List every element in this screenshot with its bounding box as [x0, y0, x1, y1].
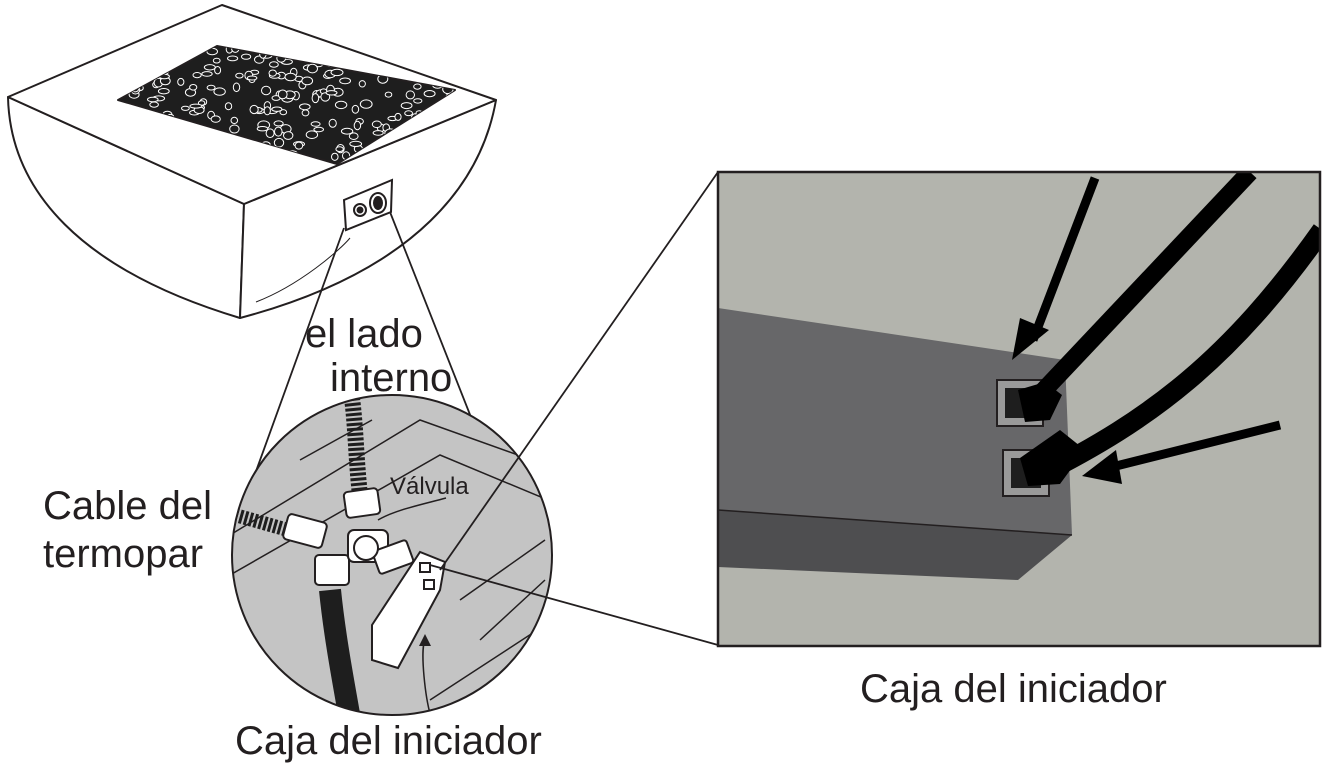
inner-side-label-line1: el lado [305, 312, 423, 356]
lava-rock [273, 120, 284, 127]
lava-rock [301, 109, 310, 117]
lava-rock [411, 58, 419, 65]
lava-rock [301, 76, 314, 86]
igniter-box-label-right: Caja del iniciador [860, 667, 1167, 711]
lava-rock [189, 84, 198, 91]
lava-rock [147, 96, 159, 103]
fire-pit-bowl [7, 4, 497, 319]
lava-rock [394, 112, 402, 121]
lava-rock [189, 103, 203, 109]
lava-rock [265, 128, 275, 138]
lava-rock [181, 105, 190, 111]
lava-rock [229, 124, 240, 134]
thermocouple-label-line1: Cable del [43, 484, 213, 528]
lava-rock [227, 55, 239, 62]
lava-rock [334, 100, 348, 110]
lava-rock [311, 93, 320, 104]
zoom-lines-to-detail [241, 211, 481, 511]
lava-rock [358, 80, 366, 88]
lava-rock [268, 69, 277, 77]
lava-rock [417, 64, 431, 74]
lava-rock [437, 53, 448, 64]
inner-side-label-line2: interno [330, 356, 453, 400]
lava-rock [284, 72, 297, 82]
lava-rock [283, 131, 294, 140]
lava-rock [400, 102, 413, 110]
lava-rock [177, 77, 185, 86]
lava-rock [212, 57, 221, 64]
lava-rock [405, 90, 415, 100]
lava-rock [359, 99, 373, 109]
lava-rock [349, 140, 363, 147]
lava-rock [404, 110, 414, 117]
lava-rock [274, 126, 283, 137]
lava-rock [325, 90, 338, 96]
thermocouple-label-line2: termopar [43, 532, 204, 576]
lava-rock [339, 77, 352, 85]
lava-rock [413, 98, 423, 104]
lava-rock [230, 116, 239, 125]
lava-rock [206, 84, 216, 91]
lava-rock [261, 85, 272, 96]
lava-rock [313, 126, 325, 133]
fire-pit-left-side [7, 96, 245, 319]
lava-rock [353, 120, 362, 131]
lava-rock [371, 120, 382, 129]
lava-rock [384, 91, 393, 98]
lava-rock [372, 130, 384, 136]
lava-rock [442, 64, 451, 70]
lava-rock [351, 104, 360, 114]
lava-rock [224, 102, 233, 111]
valve-label: Válvula [390, 473, 469, 500]
lava-rock [201, 71, 213, 77]
arrow-icon [1012, 318, 1049, 360]
lava-rock [348, 132, 359, 140]
lava-rock [331, 152, 339, 161]
lava-rock [210, 115, 221, 123]
lava-rock [241, 53, 252, 60]
lava-rock [400, 46, 408, 55]
lava-rock [213, 87, 226, 96]
lava-rock [335, 146, 344, 153]
lava-rock [232, 82, 241, 93]
lava-rock [340, 127, 354, 135]
control-panel-opening [342, 178, 394, 232]
lava-rock [273, 137, 285, 148]
lava-rock [433, 46, 443, 50]
lava-rock [294, 141, 304, 150]
lava-rock [379, 46, 390, 53]
lava-rock [330, 68, 344, 77]
lava-rock [271, 106, 283, 112]
lava-rock [444, 46, 452, 51]
lava-rock [256, 126, 269, 132]
lava-rock [203, 64, 216, 71]
lava-rock [328, 118, 337, 128]
lava-rock [279, 109, 288, 116]
lava-rock [277, 89, 288, 100]
igniter-box-label-bottom: Caja del iniciador [235, 719, 542, 763]
lava-rock [263, 106, 271, 116]
lava-rock [192, 72, 202, 79]
lava-rock [235, 72, 244, 79]
zoom-lines-to-panel [429, 171, 719, 646]
lava-rock [310, 121, 321, 127]
lava-rock [246, 75, 258, 81]
igniter-box-closeup-panel [716, 170, 1322, 648]
lava-rock [299, 103, 311, 111]
lava-rock [423, 90, 436, 98]
lava-rock [413, 83, 422, 90]
lava-rock [269, 61, 279, 68]
lava-rock [439, 53, 452, 59]
valve-detail-circle [231, 394, 553, 716]
lava-rock [306, 63, 318, 74]
lava-rock [149, 101, 159, 108]
arrow-icon [1082, 450, 1122, 484]
lava-rock [157, 88, 170, 95]
lava-rock [305, 130, 319, 139]
lava-rock [249, 104, 259, 115]
lava-rock [411, 48, 423, 55]
lava-rock [214, 66, 222, 75]
